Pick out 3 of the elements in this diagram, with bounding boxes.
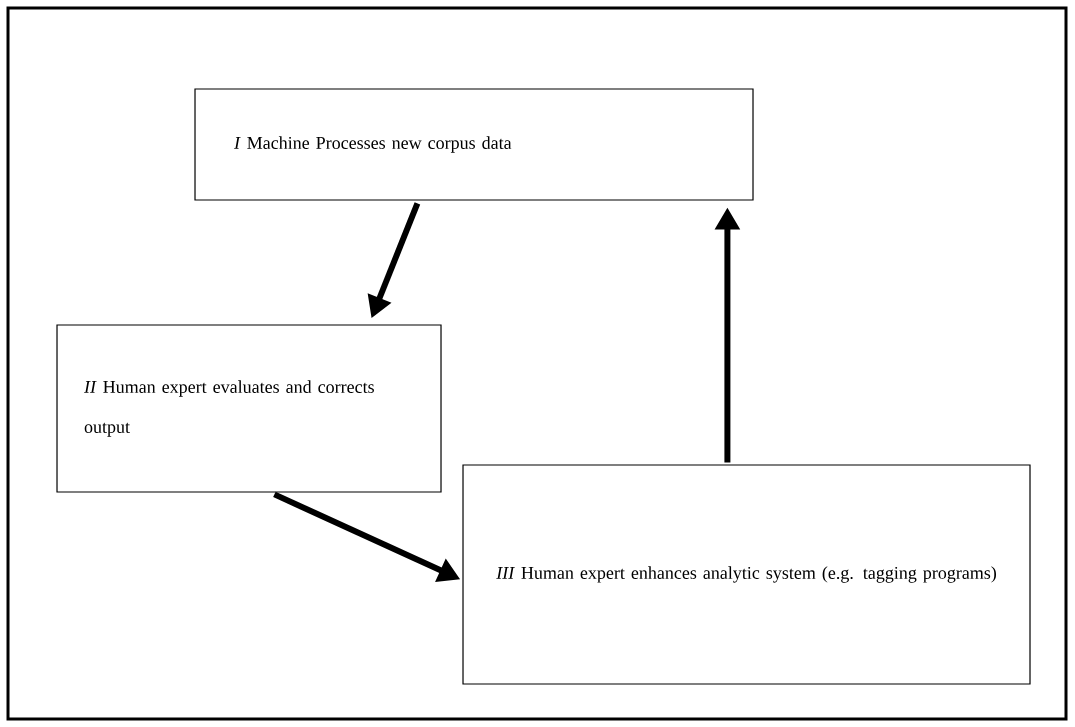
process-box: III Human expert enhances analytic system (e.g. tagging programs): [462, 464, 1031, 685]
process-box: II Human expert evaluates and corrects output: [56, 324, 442, 493]
process-box: I Machine Processes new corpus data: [194, 88, 754, 201]
